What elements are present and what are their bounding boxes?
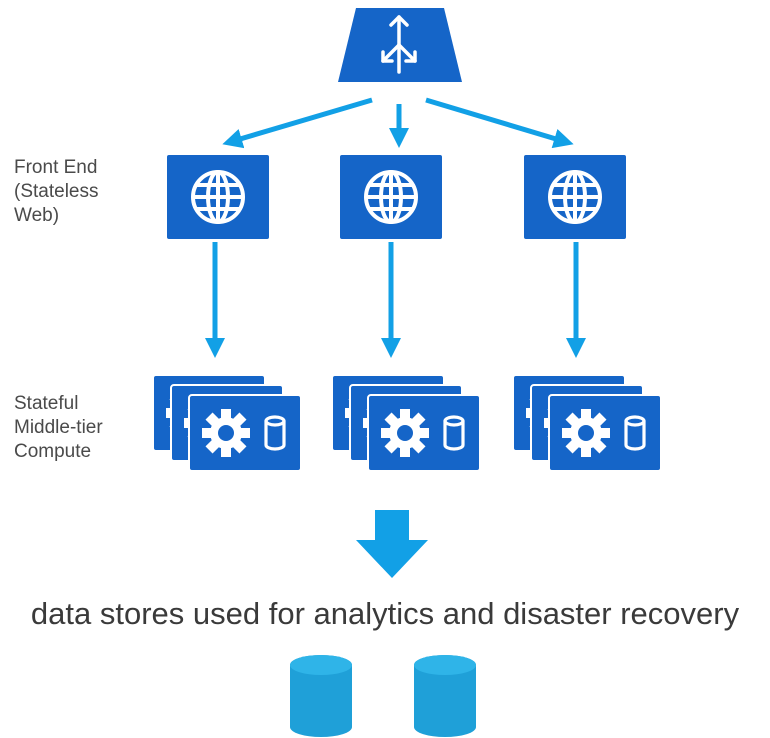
data-store-1 xyxy=(290,655,352,737)
web-node-1 xyxy=(165,153,271,241)
compute-stack-2 xyxy=(332,375,480,471)
load-balancer-icon xyxy=(381,15,417,74)
web-node-3 xyxy=(522,153,628,241)
web-node-2 xyxy=(338,153,444,241)
middle-tier-label: Stateful Middle-tier Compute xyxy=(14,393,103,462)
storage-caption: data stores used for analytics and disas… xyxy=(30,596,740,631)
down-arrow xyxy=(356,510,428,578)
load-balancer-node: Load Balancer xyxy=(338,8,462,100)
lb-to-frontend-arrows xyxy=(222,97,574,149)
compute-stack-3 xyxy=(513,375,661,471)
arrow-lb-to-web-1 xyxy=(222,97,373,149)
compute-stack-1 xyxy=(153,375,301,471)
arrow-lb-to-web-3 xyxy=(425,97,574,149)
front-end-label: Front End (Stateless Web) xyxy=(14,157,99,226)
load-balancer-label: Load Balancer xyxy=(357,85,442,100)
frontend-to-compute-arrows xyxy=(205,242,586,358)
data-store-2 xyxy=(414,655,476,737)
